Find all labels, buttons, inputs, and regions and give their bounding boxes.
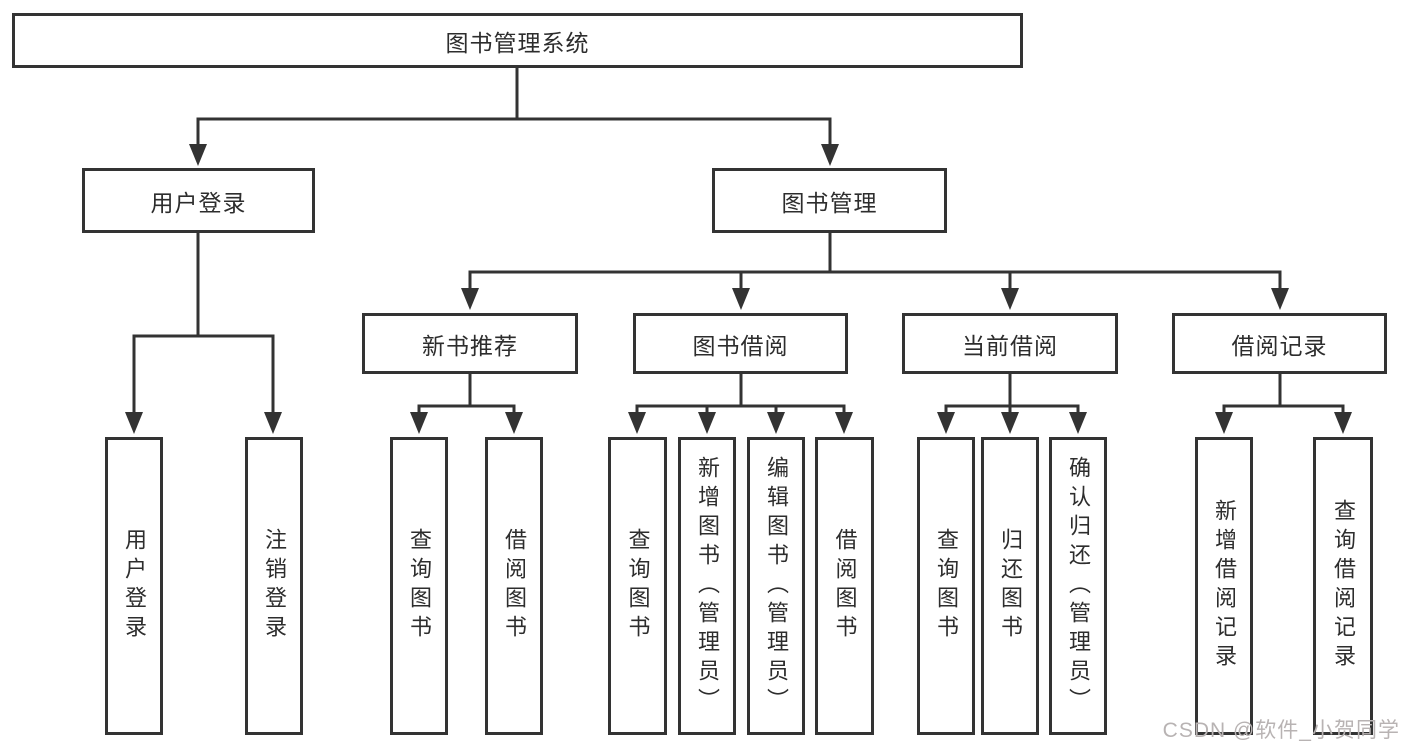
leaf-query-books-borrow: 查询图书 [608,437,667,735]
leaf-user-login: 用户登录 [105,437,163,735]
leaf-edit-book-admin: 编辑图书（管理员） [747,437,805,735]
node-label: 归还图书 [998,528,1023,644]
node-label: 新增借阅记录 [1212,499,1237,673]
leaf-logout: 注销登录 [245,437,303,735]
csdn-watermark: CSDN @软件_小贺同学 [1162,719,1400,742]
node-label: 查询图书 [625,528,651,644]
node-label: 编辑图书（管理员） [764,455,789,717]
leaf-return-book: 归还图书 [981,437,1039,735]
node-label: 图书管理 [781,189,878,216]
node-user-login: 用户登录 [82,168,315,233]
node-label: 新增图书（管理员） [695,455,720,717]
node-label: 借阅图书 [832,528,858,644]
leaf-borrow-books: 借阅图书 [815,437,874,735]
node-label: 借阅记录 [1231,332,1328,359]
leaf-borrow-books-recommend: 借阅图书 [485,437,543,735]
node-library-management-system: 图书管理系统 [12,13,1023,68]
leaf-confirm-return-admin: 确认归还（管理员） [1049,437,1107,735]
leaf-add-borrow-record: 新增借阅记录 [1195,437,1253,735]
node-label: 图书借阅 [692,332,789,359]
node-label: 确认归还（管理员） [1066,455,1091,717]
node-new-book-recommendation: 新书推荐 [362,313,578,374]
leaf-query-books-recommend: 查询图书 [390,437,448,735]
node-book-borrowing: 图书借阅 [633,313,848,374]
node-borrowing-records: 借阅记录 [1172,313,1387,374]
node-label: 新书推荐 [422,332,518,359]
node-label: 借阅图书 [502,528,527,644]
node-label: 注销登录 [262,528,287,644]
node-label: 用户登录 [150,189,247,216]
node-label: 当前借阅 [962,332,1058,359]
node-current-borrowing: 当前借阅 [902,313,1118,374]
node-label: 查询图书 [407,528,432,644]
leaf-query-borrow-record: 查询借阅记录 [1313,437,1373,735]
node-label: 查询借阅记录 [1331,499,1356,673]
node-label: 用户登录 [122,528,147,644]
node-label: 查询图书 [934,528,959,644]
leaf-add-book-admin: 新增图书（管理员） [678,437,736,735]
node-label: 图书管理系统 [445,29,590,56]
node-book-management: 图书管理 [712,168,947,233]
leaf-query-books-current: 查询图书 [917,437,975,735]
